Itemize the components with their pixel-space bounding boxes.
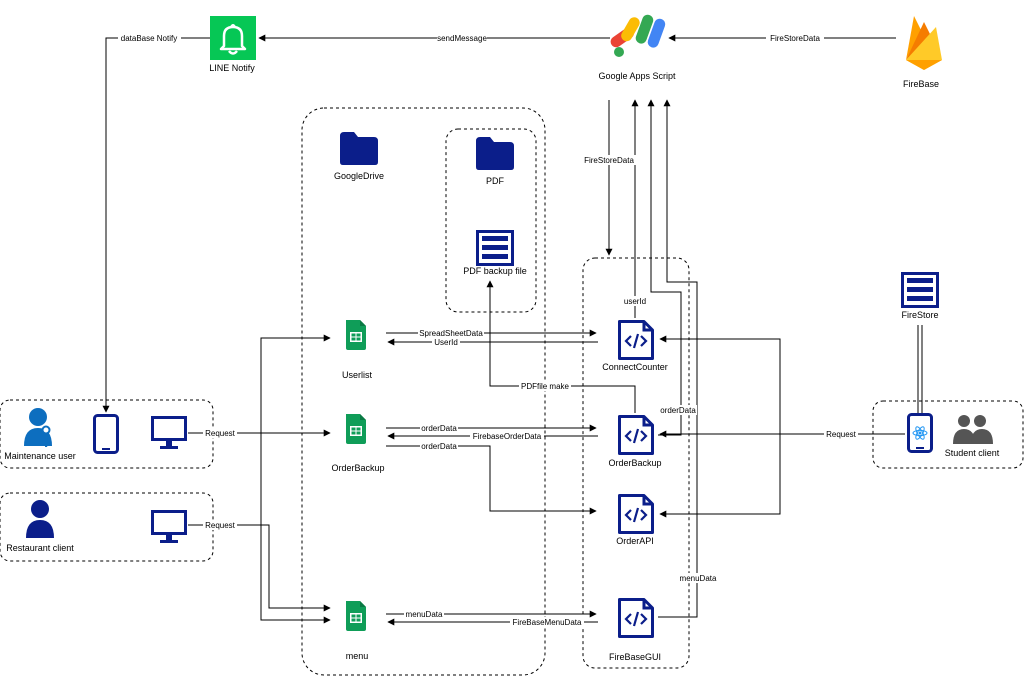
key-icon <box>41 425 51 447</box>
edge-label-userid-up: userId <box>624 297 646 306</box>
edge-label-spreadsheet-data: SpreadSheetData <box>419 329 483 338</box>
edge-label-firestore-data-down: FireStoreData <box>584 156 634 165</box>
react-icon <box>912 426 928 440</box>
restaurant-client-node: Restaurant client <box>6 500 187 553</box>
google-apps-script-label: Google Apps Script <box>598 71 676 81</box>
edge-request-restaurant <box>188 524 331 612</box>
monitor-icon <box>151 416 187 451</box>
sheets-icon <box>346 601 366 631</box>
firebase-label: FireBase <box>903 79 939 89</box>
folder-icon <box>340 132 378 165</box>
code-file-icon <box>618 415 654 455</box>
edge-label-menudata-up: menuData <box>680 574 717 583</box>
code-file-icon <box>618 320 654 360</box>
edge-label-menu-data: menuData <box>406 610 443 619</box>
users-icon <box>953 415 993 444</box>
edges <box>102 34 923 626</box>
pdf-backup-file-label: PDF backup file <box>463 266 527 276</box>
edge-label-pdffile-make: PDFfile make <box>521 382 570 391</box>
edge-label-orderdata-up: orderData <box>660 406 696 415</box>
student-client-node: Student client <box>907 413 1000 458</box>
edge-pdffile-make <box>486 280 636 413</box>
pdf-folder-label: PDF <box>486 176 505 186</box>
folder-icon <box>476 137 514 170</box>
list-icon <box>476 230 514 266</box>
edge-menudata-up <box>658 99 698 618</box>
firestore-label: FireStore <box>901 310 938 320</box>
pdf-group <box>445 128 537 313</box>
order-backup-api-node: OrderBackup <box>608 415 662 468</box>
google-apps-script-logo <box>610 14 666 57</box>
pdf-backup-file-node: PDF backup file <box>463 230 527 276</box>
firestore-node: FireStore <box>901 272 939 320</box>
edge-label-orderdata-2: orderData <box>421 442 457 451</box>
monitor-icon <box>151 510 187 545</box>
edge-request-maintenance-userlist <box>260 334 331 433</box>
edge-label-firestore-data-top: FireStoreData <box>770 34 820 43</box>
order-api-label: OrderAPI <box>616 536 654 546</box>
student-client-group <box>872 400 1024 469</box>
line-notify-label: LINE Notify <box>209 63 255 73</box>
user-icon <box>26 500 54 538</box>
google-apps-script-node: Google Apps Script <box>598 14 676 81</box>
menu-sheet-node: menu <box>346 601 369 661</box>
sheets-icon <box>346 414 366 444</box>
edge-label-request-restaurant: Request <box>205 521 236 530</box>
connect-counter-node: ConnectCounter <box>602 320 668 372</box>
code-file-icon <box>618 598 654 638</box>
userlist-node: Userlist <box>342 320 373 380</box>
order-backup-sheet-node: OrderBackup <box>331 414 385 473</box>
edge-label-send-message: sendMessage <box>437 34 487 43</box>
list-icon <box>901 272 939 308</box>
edge-label-request-maintenance: Request <box>205 429 236 438</box>
smartphone-icon <box>907 413 933 453</box>
maintenance-user-label: Maintenance user <box>4 451 76 461</box>
edge-orderdata-up <box>647 99 682 436</box>
maintenance-user-node: Maintenance user <box>4 408 187 461</box>
bell-icon <box>210 16 256 60</box>
edge-request-student-orderapi <box>659 434 781 518</box>
edge-orderdata-2 <box>386 445 597 515</box>
code-file-icon <box>618 494 654 534</box>
order-backup-api-label: OrderBackup <box>608 458 661 468</box>
line-notify-node: LINE Notify <box>209 16 256 73</box>
edge-label-firebase-order-data: FirebaseOrderData <box>473 432 542 441</box>
apps-script-group <box>582 257 690 669</box>
menu-sheet-label: menu <box>346 651 369 661</box>
firebase-logo <box>906 16 942 70</box>
sheets-icon <box>346 320 366 350</box>
user-icon <box>24 408 52 447</box>
smartphone-icon <box>93 414 119 454</box>
restaurant-client-label: Restaurant client <box>6 543 74 553</box>
google-drive-group <box>301 107 546 676</box>
restaurant-client-group <box>0 492 214 562</box>
edge-label-userid-back: UserId <box>434 338 458 347</box>
edge-label-orderdata-1: orderData <box>421 424 457 433</box>
firebase-gui-node: FireBaseGUI <box>609 598 661 662</box>
order-api-node: OrderAPI <box>616 494 654 546</box>
edge-request-student-connect <box>659 335 781 434</box>
google-drive-node: GoogleDrive <box>334 132 384 181</box>
pdf-folder-node: PDF <box>476 137 514 186</box>
edge-label-firebase-menu-data: FireBaseMenuData <box>513 618 582 627</box>
edge-database-notify <box>102 37 210 413</box>
edge-label-request-student: Request <box>826 430 857 439</box>
userlist-label: Userlist <box>342 370 373 380</box>
firebase-gui-label: FireBaseGUI <box>609 652 661 662</box>
order-backup-sheet-label: OrderBackup <box>331 463 384 473</box>
edge-label-database-notify: dataBase Notify <box>121 34 177 43</box>
edge-request-maintenance-menu <box>260 433 331 624</box>
google-drive-label: GoogleDrive <box>334 171 384 181</box>
connect-counter-label: ConnectCounter <box>602 362 668 372</box>
edge-labels: dataBase Notify sendMessage FireStoreDat… <box>118 33 858 627</box>
firebase-node: FireBase <box>903 16 942 89</box>
student-client-label: Student client <box>945 448 1000 458</box>
